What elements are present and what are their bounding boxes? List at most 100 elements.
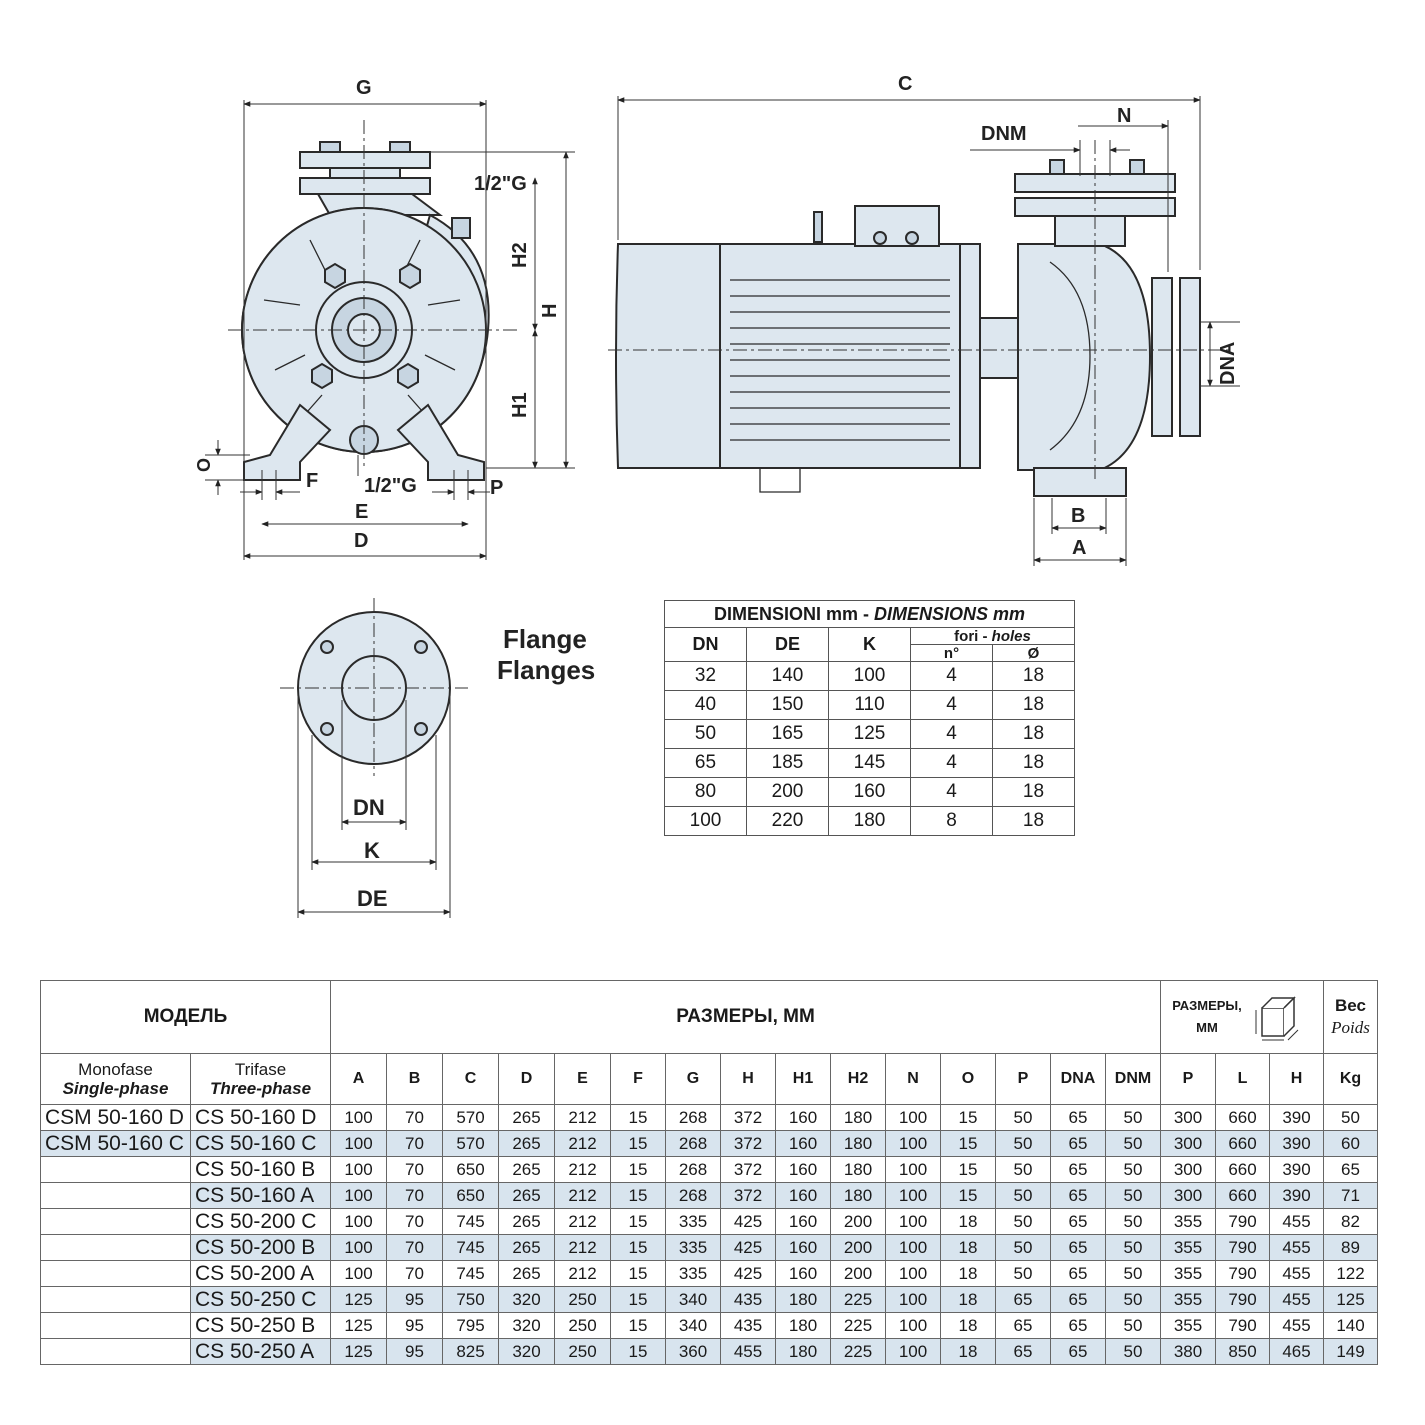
- col-holes-diameter: Ø: [992, 644, 1075, 662]
- table-cell: 790: [1215, 1208, 1270, 1235]
- flange-table-cell: 4: [910, 690, 993, 720]
- table-cell: 50: [995, 1130, 1051, 1157]
- flange-table-title: DIMENSIONI mm - DIMENSIONS mm: [664, 600, 1075, 628]
- table-cell: 65: [1050, 1104, 1106, 1131]
- flange-table-cell: 4: [910, 661, 993, 691]
- table-cell: 160: [775, 1234, 831, 1261]
- table-cell: 355: [1160, 1234, 1216, 1261]
- table-cell: 335: [665, 1234, 721, 1261]
- col-header: H: [720, 1053, 776, 1105]
- table-cell: 745: [442, 1260, 499, 1287]
- table-cell: 89: [1323, 1234, 1378, 1261]
- table-cell: 15: [610, 1234, 666, 1261]
- table-cell: 650: [442, 1182, 499, 1209]
- flange-table-cell: 180: [828, 806, 911, 836]
- flange-table-cell: 100: [664, 806, 747, 836]
- table-cell: 200: [830, 1208, 886, 1235]
- table-cell: 65: [995, 1286, 1051, 1313]
- table-cell: 320: [498, 1286, 555, 1313]
- dim-d-label: D: [354, 530, 368, 552]
- flange-title-en: Flanges: [497, 655, 595, 685]
- table-cell: 320: [498, 1312, 555, 1339]
- table-cell: 750: [442, 1286, 499, 1313]
- col-header: C: [442, 1053, 499, 1105]
- table-cell: 50: [995, 1182, 1051, 1209]
- table-cell: 180: [830, 1156, 886, 1183]
- table-cell: 212: [554, 1182, 611, 1209]
- dim-e-label: E: [355, 501, 368, 523]
- dim-dna-label: DNA: [1217, 342, 1239, 385]
- table-cell: 340: [665, 1312, 721, 1339]
- table-cell: 425: [720, 1260, 776, 1287]
- dim-n-label: N: [1117, 105, 1131, 127]
- flange-table-cell: 140: [746, 661, 829, 691]
- table-cell: 65: [1323, 1156, 1378, 1183]
- table-cell: 265: [498, 1130, 555, 1157]
- table-cell: 200: [830, 1260, 886, 1287]
- table-cell: 180: [830, 1130, 886, 1157]
- table-cell: 15: [610, 1104, 666, 1131]
- dim-h2-label: H2: [509, 242, 531, 268]
- table-cell: 71: [1323, 1182, 1378, 1209]
- table-cell: 70: [386, 1104, 443, 1131]
- dim-de-label: DE: [357, 886, 388, 911]
- table-cell: 50: [995, 1234, 1051, 1261]
- table-cell: 268: [665, 1156, 721, 1183]
- flange-title-it: Flange: [503, 624, 587, 654]
- table-cell: 225: [830, 1286, 886, 1313]
- table-cell: 18: [940, 1208, 996, 1235]
- col-header: P: [1160, 1053, 1216, 1105]
- flange-table-cell: 18: [992, 690, 1075, 720]
- flange-table-cell: 200: [746, 777, 829, 807]
- col-header: N: [885, 1053, 941, 1105]
- table-cell: 15: [940, 1130, 996, 1157]
- flange-table-cell: 18: [992, 719, 1075, 749]
- table-cell: 50: [1105, 1104, 1161, 1131]
- table-cell: 455: [1269, 1234, 1324, 1261]
- single-phase-model: [40, 1312, 191, 1339]
- table-cell: 140: [1323, 1312, 1378, 1339]
- thread-bottom-label: 1/2"G: [364, 475, 417, 497]
- table-cell: 100: [330, 1234, 387, 1261]
- dimensions-header: РАЗМЕРЫ, ММ: [330, 980, 1161, 1054]
- table-cell: 65: [1050, 1260, 1106, 1287]
- table-cell: 65: [995, 1338, 1051, 1365]
- table-cell: 300: [1160, 1130, 1216, 1157]
- dim-b-label: B: [1071, 505, 1085, 527]
- three-phase-model: CS 50-250 A: [190, 1338, 331, 1365]
- dim-f-label: F: [306, 470, 318, 492]
- table-cell: 50: [1105, 1156, 1161, 1183]
- table-cell: 425: [720, 1208, 776, 1235]
- table-cell: 15: [610, 1312, 666, 1339]
- table-cell: 15: [610, 1338, 666, 1365]
- table-cell: 268: [665, 1182, 721, 1209]
- table-cell: 355: [1160, 1208, 1216, 1235]
- table-cell: 268: [665, 1104, 721, 1131]
- table-cell: 15: [940, 1182, 996, 1209]
- flange-table-cell: 150: [746, 690, 829, 720]
- dim-c-label: C: [898, 73, 912, 95]
- table-cell: 570: [442, 1130, 499, 1157]
- dim-dnm-label: DNM: [981, 123, 1027, 145]
- table-cell: 212: [554, 1208, 611, 1235]
- table-cell: 372: [720, 1130, 776, 1157]
- table-cell: 180: [775, 1338, 831, 1365]
- flange-table-cell: 100: [828, 661, 911, 691]
- flange-table-cell: 165: [746, 719, 829, 749]
- single-phase-model: [40, 1286, 191, 1313]
- table-cell: 212: [554, 1260, 611, 1287]
- table-cell: 15: [610, 1182, 666, 1209]
- holes-header: fori - holes: [910, 627, 1075, 645]
- flange-view: DN K DE Flange Flanges: [280, 598, 595, 918]
- table-cell: 100: [330, 1104, 387, 1131]
- table-cell: 455: [1269, 1208, 1324, 1235]
- table-cell: 70: [386, 1208, 443, 1235]
- dim-o-label: O: [194, 458, 214, 472]
